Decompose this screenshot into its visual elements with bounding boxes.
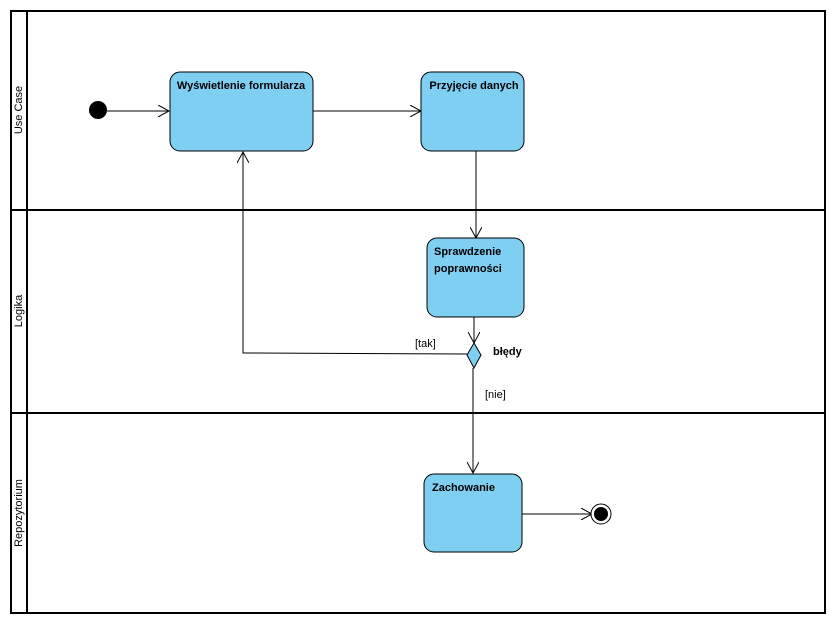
initial-node[interactable] [89,101,107,119]
swimlane-frame [10,10,826,614]
decision-label: błędy [493,346,523,358]
action-display-form[interactable]: Wyświetlenie formularza [169,71,314,152]
action-save[interactable]: Zachowanie [423,473,523,553]
action-receive-data[interactable]: Przyjęcie danych [420,71,525,152]
guard-no-label: [nie] [485,389,506,401]
final-node[interactable] [590,503,612,525]
lane-label-logika: Logika [13,294,25,327]
action-validate-label-line2: poprawności [434,263,502,275]
lane-label-repozytorium: Repozytorium [13,479,25,547]
edge-decision-yes-to-display [243,152,468,355]
action-display-form-label: Wyświetlenie formularza [177,80,306,92]
guard-yes-label: [tak] [415,338,436,350]
lane-label-use-case: Use Case [13,86,25,134]
decision-node[interactable] [466,342,482,370]
action-validate-label-line1: Sprawdzenie [434,246,501,258]
action-receive-data-label: Przyjęcie danych [429,80,519,92]
action-validate[interactable]: Sprawdzenie poprawności [426,237,525,318]
action-save-label: Zachowanie [432,482,495,494]
